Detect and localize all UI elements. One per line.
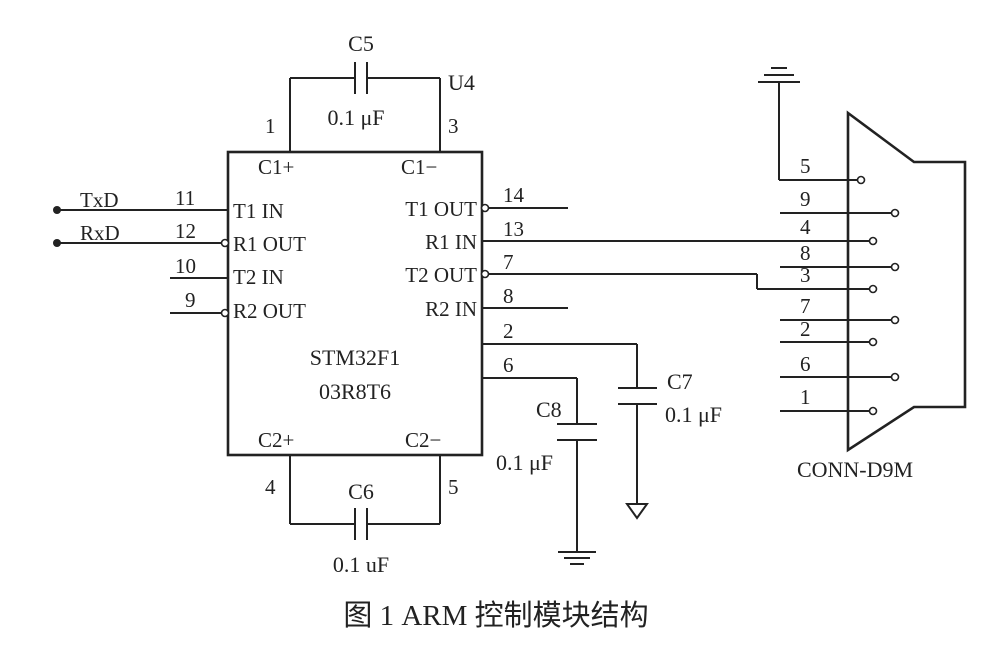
pin-number-13: 13: [503, 217, 524, 241]
c8-ref: C8: [536, 397, 562, 422]
pin-number-4: 4: [265, 475, 276, 499]
pin-label-r1out: R1 OUT: [233, 232, 306, 256]
connector-pin-9: 9: [800, 187, 811, 211]
c8-capacitor: [482, 377, 597, 565]
c6-capacitor: [289, 455, 441, 540]
pin-label-c1m: C1−: [401, 155, 437, 179]
pin-number-11: 11: [175, 186, 195, 210]
left-pin-wires: [53, 206, 230, 318]
c5-capacitor: [289, 62, 441, 152]
pin-number-9: 9: [185, 288, 196, 312]
pin-label-r2out: R2 OUT: [233, 299, 306, 323]
c7-capacitor: [482, 343, 657, 520]
connector-pin-4: 4: [800, 215, 811, 239]
figure-caption: 图 1 ARM 控制模块结构: [343, 599, 648, 632]
pin-number-12: 12: [175, 219, 196, 243]
signal-txd: TxD: [80, 188, 119, 212]
ground-icon: [758, 67, 800, 83]
pin-label-c2p: C2+: [258, 428, 294, 452]
ic-ref-label: U4: [448, 70, 475, 95]
connector-pin-3: 3: [800, 263, 811, 287]
connector-pin-8: 8: [800, 241, 811, 265]
pin-number-1: 1: [265, 114, 276, 138]
pin-label-c1p: C1+: [258, 155, 294, 179]
pin-number-2: 2: [503, 319, 514, 343]
right-pin-wires: [480, 203, 870, 309]
pin-label-r1in: R1 IN: [425, 230, 477, 254]
pin-label-t1out: T1 OUT: [405, 197, 477, 221]
pin-label-t1in: T1 IN: [233, 199, 284, 223]
pin-number-14: 14: [503, 183, 525, 207]
c7-value: 0.1 μF: [665, 402, 722, 427]
ic-part-line1: STM32F1: [310, 345, 400, 370]
c6-value: 0.1 uF: [333, 552, 389, 577]
pin-number-10: 10: [175, 254, 196, 278]
connector-pin-6: 6: [800, 352, 811, 376]
connector-pin-1: 1: [800, 385, 811, 409]
pin-label-t2out: T2 OUT: [405, 263, 477, 287]
c6-ref: C6: [348, 479, 374, 504]
pin-number-3: 3: [448, 114, 459, 138]
connector-pin-5: 5: [800, 154, 811, 178]
ic-part-line2: 03R8T6: [319, 379, 391, 404]
connector-pin-labels: 5 9 483 72 6 1: [800, 154, 811, 409]
pin-number-6: 6: [503, 353, 514, 377]
ground-icon: [558, 551, 596, 565]
pin-label-t2in: T2 IN: [233, 265, 284, 289]
pin-number-8: 8: [503, 284, 514, 308]
c7-ref: C7: [667, 369, 693, 394]
pin-number-7: 7: [503, 250, 514, 274]
ground-triangle-icon: [625, 503, 649, 520]
connector-ref: CONN-D9M: [797, 457, 913, 482]
signal-rxd: RxD: [80, 221, 120, 245]
connector-pin-2: 2: [800, 317, 811, 341]
connector-pin-7: 7: [800, 294, 811, 318]
c8-value: 0.1 μF: [496, 450, 553, 475]
pin-label-r2in: R2 IN: [425, 297, 477, 321]
c5-ref: C5: [348, 31, 374, 56]
pin-label-c2m: C2−: [405, 428, 441, 452]
ic-body: [226, 150, 484, 457]
db9-connector: [780, 110, 967, 453]
pin-number-5: 5: [448, 475, 459, 499]
connector-ground: [758, 67, 857, 181]
c5-value: 0.1 μF: [327, 105, 384, 130]
